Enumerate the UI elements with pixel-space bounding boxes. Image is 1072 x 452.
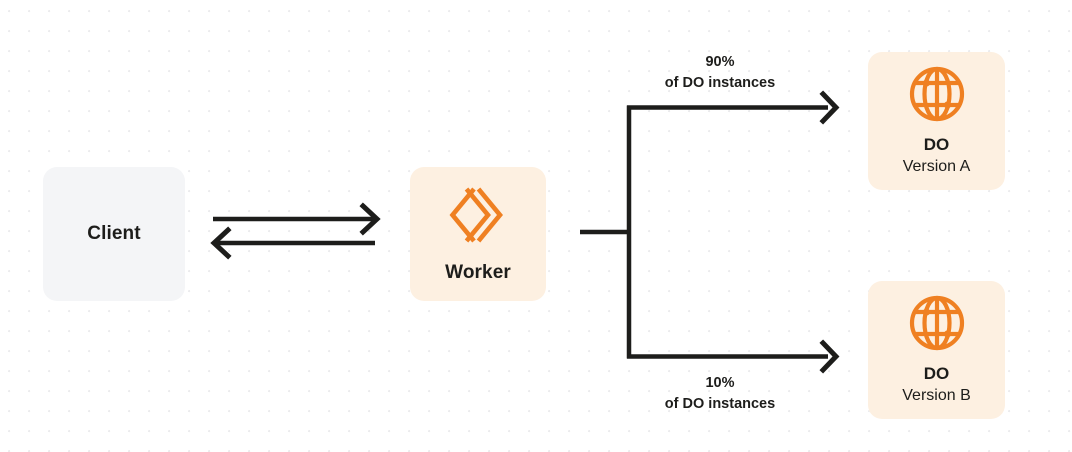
node-client[interactable]: Client [43,167,185,301]
edge-label-bottom-percent: 10% [705,375,735,391]
node-do-version-a[interactable]: DO Version A [868,52,1005,190]
edge-label-top: 90% of DO instances [620,52,820,94]
globe-icon [907,64,967,124]
arrowhead-do-b [819,339,840,374]
arrowhead-left-bottom [210,226,232,260]
arrowhead-do-a [819,90,840,125]
node-do-a-label: DO [923,135,950,155]
node-do-b-sublabel: Version B [902,386,971,404]
node-do-a-sublabel: Version A [902,157,971,175]
node-worker-label: Worker [445,261,511,283]
arrowhead-right-top [359,202,381,236]
node-do-b-label: DO [923,364,950,384]
edge-label-top-percent: 90% [705,54,735,70]
node-do-version-b[interactable]: DO Version B [868,281,1005,419]
cloudflare-workers-icon [447,184,509,246]
node-worker[interactable]: Worker [410,167,546,301]
globe-icon [907,293,967,353]
edge-label-top-detail: of DO instances [664,75,776,92]
edge-label-bottom: 10% of DO instances [620,373,820,415]
edge-label-bottom-detail: of DO instances [664,396,776,413]
node-client-label: Client [87,222,141,244]
